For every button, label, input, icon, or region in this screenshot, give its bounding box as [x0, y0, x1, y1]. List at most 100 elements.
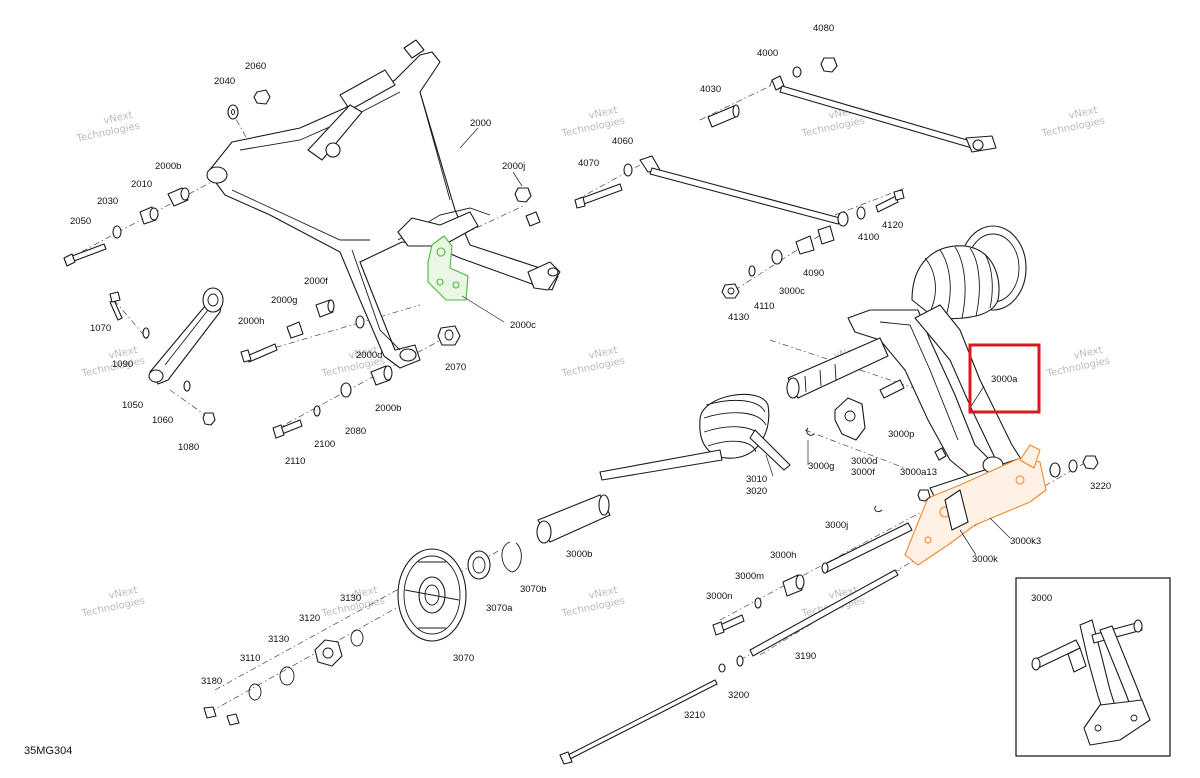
assembled-view-inset: 3000: [1015, 577, 1171, 757]
rod-4070[interactable]: [574, 183, 623, 209]
callout-2010: 2010: [131, 179, 152, 190]
nut-1080[interactable]: [202, 412, 216, 426]
callout-3210: 3210: [684, 710, 705, 721]
callout-2060: 2060: [245, 61, 266, 72]
callout-3070: 3070: [453, 653, 474, 664]
callout-3000k3: 3000k3: [1010, 536, 1041, 547]
washer-4100[interactable]: [856, 206, 866, 220]
washer-4060[interactable]: [623, 163, 633, 177]
nut-4080[interactable]: [820, 57, 838, 73]
callout-2000j: 2000j: [502, 161, 525, 172]
callout-2100: 2100: [314, 439, 335, 450]
nut-3000a13[interactable]: [917, 489, 931, 502]
watermark: vNext Technologies: [80, 585, 146, 620]
bushing-4090-a[interactable]: [817, 225, 835, 245]
washer-2100[interactable]: [313, 405, 321, 417]
callout-3000b: 3000b: [566, 549, 592, 560]
ring-3130-upper[interactable]: [350, 629, 364, 647]
washer-2000d[interactable]: [355, 315, 365, 329]
shaft-3000b[interactable]: [536, 494, 611, 544]
callout-2080: 2080: [345, 426, 366, 437]
bolt-3180-a[interactable]: [203, 706, 217, 719]
pivot-block-3000d[interactable]: [834, 397, 866, 441]
washer-3220-b[interactable]: [1068, 459, 1078, 473]
torsion-spring-3010[interactable]: [599, 393, 791, 481]
watermark: vNext Technologies: [560, 585, 626, 620]
bushing-3000h[interactable]: [782, 574, 805, 597]
bolt-3180-b[interactable]: [226, 713, 240, 726]
callout-2000b-top: 2000b: [155, 161, 181, 172]
callout-3000n: 3000n: [706, 591, 732, 602]
bushing-2000j-lower[interactable]: [525, 211, 541, 227]
washer-4110[interactable]: [748, 265, 756, 277]
rear-arm-assembly: [536, 225, 1099, 765]
pin-3000p[interactable]: [934, 447, 947, 461]
bearing-3070a[interactable]: [467, 550, 491, 580]
nut-2000j[interactable]: [514, 187, 532, 203]
nut-4130[interactable]: [721, 283, 740, 299]
rod-4100[interactable]: [639, 155, 849, 227]
bushing-4090-b[interactable]: [795, 235, 815, 255]
bushing-2000f[interactable]: [315, 299, 335, 318]
pin-3000j[interactable]: [821, 522, 913, 574]
ring-3130-lower[interactable]: [279, 666, 295, 686]
callout-2000g: 2000g: [271, 295, 297, 306]
callout-3220: 3220: [1090, 481, 1111, 492]
rod-3190[interactable]: [749, 569, 899, 657]
callout-1050: 1050: [122, 400, 143, 411]
bolt-2000h[interactable]: [240, 343, 278, 363]
bushing-2000b-lower[interactable]: [370, 365, 393, 386]
callout-2110: 2110: [285, 456, 305, 467]
washer-4000[interactable]: [792, 66, 802, 78]
callout-4130: 4130: [728, 312, 749, 323]
wheel-3070[interactable]: [397, 548, 467, 642]
link-1050[interactable]: [148, 287, 224, 385]
clamp-3120[interactable]: [314, 639, 343, 667]
washer-3200-b[interactable]: [718, 663, 726, 673]
rod-3210[interactable]: [559, 679, 718, 765]
washer-3000c[interactable]: [771, 249, 783, 265]
callout-4060: 4060: [612, 136, 633, 147]
callout-4120: 4120: [882, 220, 903, 231]
callout-3000c: 3000c: [779, 286, 805, 297]
washer-3220-a[interactable]: [1049, 462, 1061, 478]
spacer-2010[interactable]: [139, 206, 159, 225]
front-arm-frame[interactable]: [207, 51, 559, 369]
bolt-4120[interactable]: [875, 189, 905, 213]
callout-4090: 4090: [803, 268, 824, 279]
washer-1060[interactable]: [183, 380, 191, 392]
callout-3000f: 3000f: [851, 467, 875, 478]
circlip-3070b[interactable]: [501, 541, 522, 573]
nut-2070[interactable]: [437, 325, 461, 346]
callout-4030: 4030: [700, 84, 721, 95]
callout-4000: 4000: [757, 48, 778, 59]
ring-3110[interactable]: [248, 683, 262, 701]
callout-4100: 4100: [858, 232, 879, 243]
bushing-2000g[interactable]: [286, 321, 304, 339]
spring-clip[interactable]: [874, 505, 883, 513]
bolt-2110[interactable]: [272, 419, 303, 439]
nut-2060[interactable]: [253, 89, 271, 105]
washer-3000m[interactable]: [754, 597, 762, 609]
bracket-3000k[interactable]: [904, 444, 1047, 566]
washer-1090[interactable]: [142, 327, 150, 339]
rod-4000[interactable]: [771, 75, 997, 153]
washer-2030[interactable]: [112, 225, 122, 239]
spring-coil-upper[interactable]: [911, 245, 1000, 320]
washer-3200-a[interactable]: [736, 655, 744, 667]
washer-2080[interactable]: [340, 382, 352, 398]
watermark: vNext Technologies: [800, 585, 866, 620]
highlight-box-3000a: [968, 343, 1041, 414]
bolt-3000n[interactable]: [712, 614, 745, 636]
washer-2040[interactable]: [227, 104, 239, 120]
bolt-2050[interactable]: [63, 243, 107, 267]
callout-3110: 3110: [240, 653, 260, 664]
callout-labels: 2060 2040 2000 2000j 2000b 2010 2030 205…: [70, 23, 1111, 721]
clip-3000g[interactable]: [806, 427, 815, 436]
cross-shaft[interactable]: [786, 337, 889, 399]
bushing-2000b[interactable]: [167, 187, 190, 207]
bolt-1070[interactable]: [109, 291, 123, 321]
spacer-4030[interactable]: [707, 104, 740, 128]
nut-3220[interactable]: [1082, 455, 1099, 470]
inset-rear-arm[interactable]: [1031, 619, 1151, 746]
